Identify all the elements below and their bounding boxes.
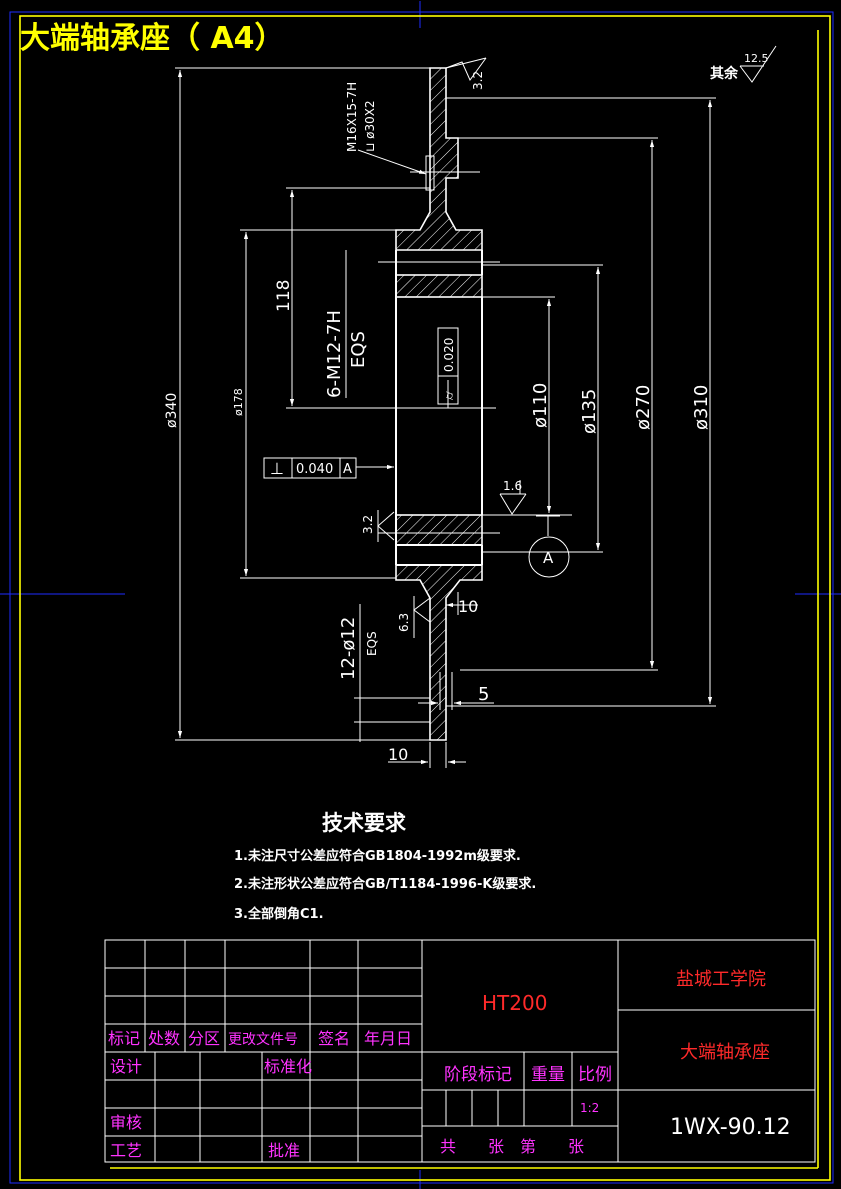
dim-5: 5: [478, 684, 489, 705]
label-process: 工艺: [110, 1141, 142, 1160]
plug-thread: M16X15-7H: [345, 82, 359, 152]
roughness-other-value: 12.5: [744, 52, 769, 65]
datum-a-label: A: [543, 549, 554, 567]
runout-value: 0.020: [442, 338, 456, 372]
tech-item-1: 1.未注尺寸公差应符合GB1804-1992m级要求.: [234, 848, 521, 864]
label-scale: 比例: [578, 1065, 612, 1085]
dim-10-bottom: 10: [388, 745, 408, 764]
roughness-symbols: [377, 57, 527, 638]
hdr-count: 处数: [148, 1029, 180, 1048]
runout-tolerance-frame: ⌭ 0.020: [437, 327, 459, 405]
roughness-bore: 1.6: [503, 479, 522, 493]
plug-counterbore: ⊔ ø30X2: [363, 100, 377, 152]
holes-label: 12-ø12: [338, 617, 359, 680]
dimension-lines: [175, 67, 716, 768]
dim-d270: ø270: [633, 385, 654, 430]
roughness-left-face: 3.2: [361, 515, 375, 534]
perp-value: 0.040: [296, 462, 333, 477]
part-name: 大端轴承座: [680, 1042, 770, 1063]
dim-d178: ø178: [232, 388, 245, 416]
title-block: [104, 939, 816, 1163]
dim-10-top: 10: [458, 597, 478, 616]
drawing-title: 大端轴承座（ A4）: [20, 21, 285, 56]
roughness-top-face: 3.2: [471, 71, 485, 90]
perpendicularity-frame: ⊥ 0.040 A: [263, 457, 357, 479]
dim-d340: ø340: [164, 393, 180, 428]
label-weight: 重量: [531, 1065, 565, 1085]
runout-symbol: ⌭: [442, 391, 456, 400]
drawing-frame: [19, 15, 831, 1181]
part-section: [378, 67, 500, 741]
label-approve: 批准: [268, 1141, 300, 1160]
dim-118: 118: [274, 280, 294, 312]
tech-item-2: 2.未注形状公差应符合GB/T1184-1996-K级要求.: [234, 876, 536, 892]
label-sheets: 共 张 第 张: [440, 1137, 584, 1156]
hdr-sign: 签名: [318, 1029, 350, 1048]
tech-item-3: 3.全部倒角C1.: [234, 906, 324, 922]
roughness-other: 其余 12.5: [710, 45, 777, 83]
thread-main-label: 6-M12-7H: [324, 310, 345, 398]
thread-main-eqs: EQS: [348, 331, 369, 368]
dim-d310: ø310: [691, 385, 712, 430]
holes-eqs: EQS: [365, 631, 379, 656]
perp-symbol: ⊥: [270, 459, 284, 478]
dim-d135: ø135: [579, 389, 600, 434]
roughness-other-label: 其余: [710, 65, 739, 82]
hdr-mark: 标记: [108, 1029, 140, 1048]
label-standard: 标准化: [264, 1057, 312, 1076]
tech-heading: 技术要求: [322, 811, 406, 835]
school-name: 盐城工学院: [676, 969, 766, 990]
perp-datum: A: [343, 462, 352, 477]
label-review: 审核: [110, 1113, 142, 1132]
label-stage: 阶段标记: [444, 1065, 512, 1085]
drawing-number: 1WX-90.12: [670, 1115, 791, 1140]
hdr-date: 年月日: [364, 1029, 412, 1048]
roughness-flange: 6.3: [397, 613, 411, 632]
scale-value: 1:2: [580, 1101, 599, 1115]
label-design: 设计: [110, 1057, 142, 1076]
hdr-zone: 分区: [188, 1029, 220, 1048]
material: HT200: [482, 991, 547, 1015]
dim-d110: ø110: [530, 383, 551, 428]
hdr-change-doc: 更改文件号: [228, 1032, 298, 1048]
